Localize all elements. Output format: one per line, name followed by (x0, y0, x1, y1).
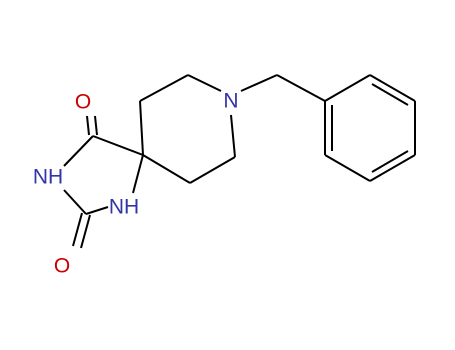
bond-n-lower-right (230, 114, 236, 158)
bond-ph-1-2 (324, 74, 371, 102)
atom-nitrogen-amine: NH (109, 196, 139, 219)
bond-n-ch2 (240, 74, 278, 92)
bond-ph-2-3 (369, 74, 416, 102)
bond-c2-o-b (80, 214, 91, 249)
bond-ph-inner-a (371, 83, 409, 106)
atom-nitrogen-piperidine: N (223, 90, 238, 113)
bond-c4-o-b (94, 115, 98, 136)
bond-ph-inner-b (371, 150, 409, 173)
atom-oxygen-bottom: O (54, 255, 70, 278)
bond-upper-right-n (187, 74, 222, 92)
atom-nitrogen-imide: NH (33, 166, 63, 189)
bond-lower-right-lower-left (189, 156, 236, 184)
bond-ph-5-6 (324, 154, 371, 182)
bond-n3-c4 (63, 135, 94, 167)
bond-c4-o-a (86, 115, 90, 136)
bond-c2-n3 (63, 189, 87, 215)
bond-c4-c5-spiro (92, 135, 144, 156)
bond-ch2-ipso (276, 74, 326, 102)
bond-n1-c2 (85, 206, 109, 215)
bond-c2-o-a (72, 212, 83, 247)
atom-oxygen-top: O (75, 91, 91, 114)
bond-spiro-c-upper-left (139, 100, 144, 156)
bond-c5-spiro-n1 (132, 154, 144, 194)
bond-lower-left-spiro (142, 154, 191, 184)
bond-upper-left-upper-right (139, 74, 189, 102)
bond-ph-4-5 (369, 154, 416, 182)
